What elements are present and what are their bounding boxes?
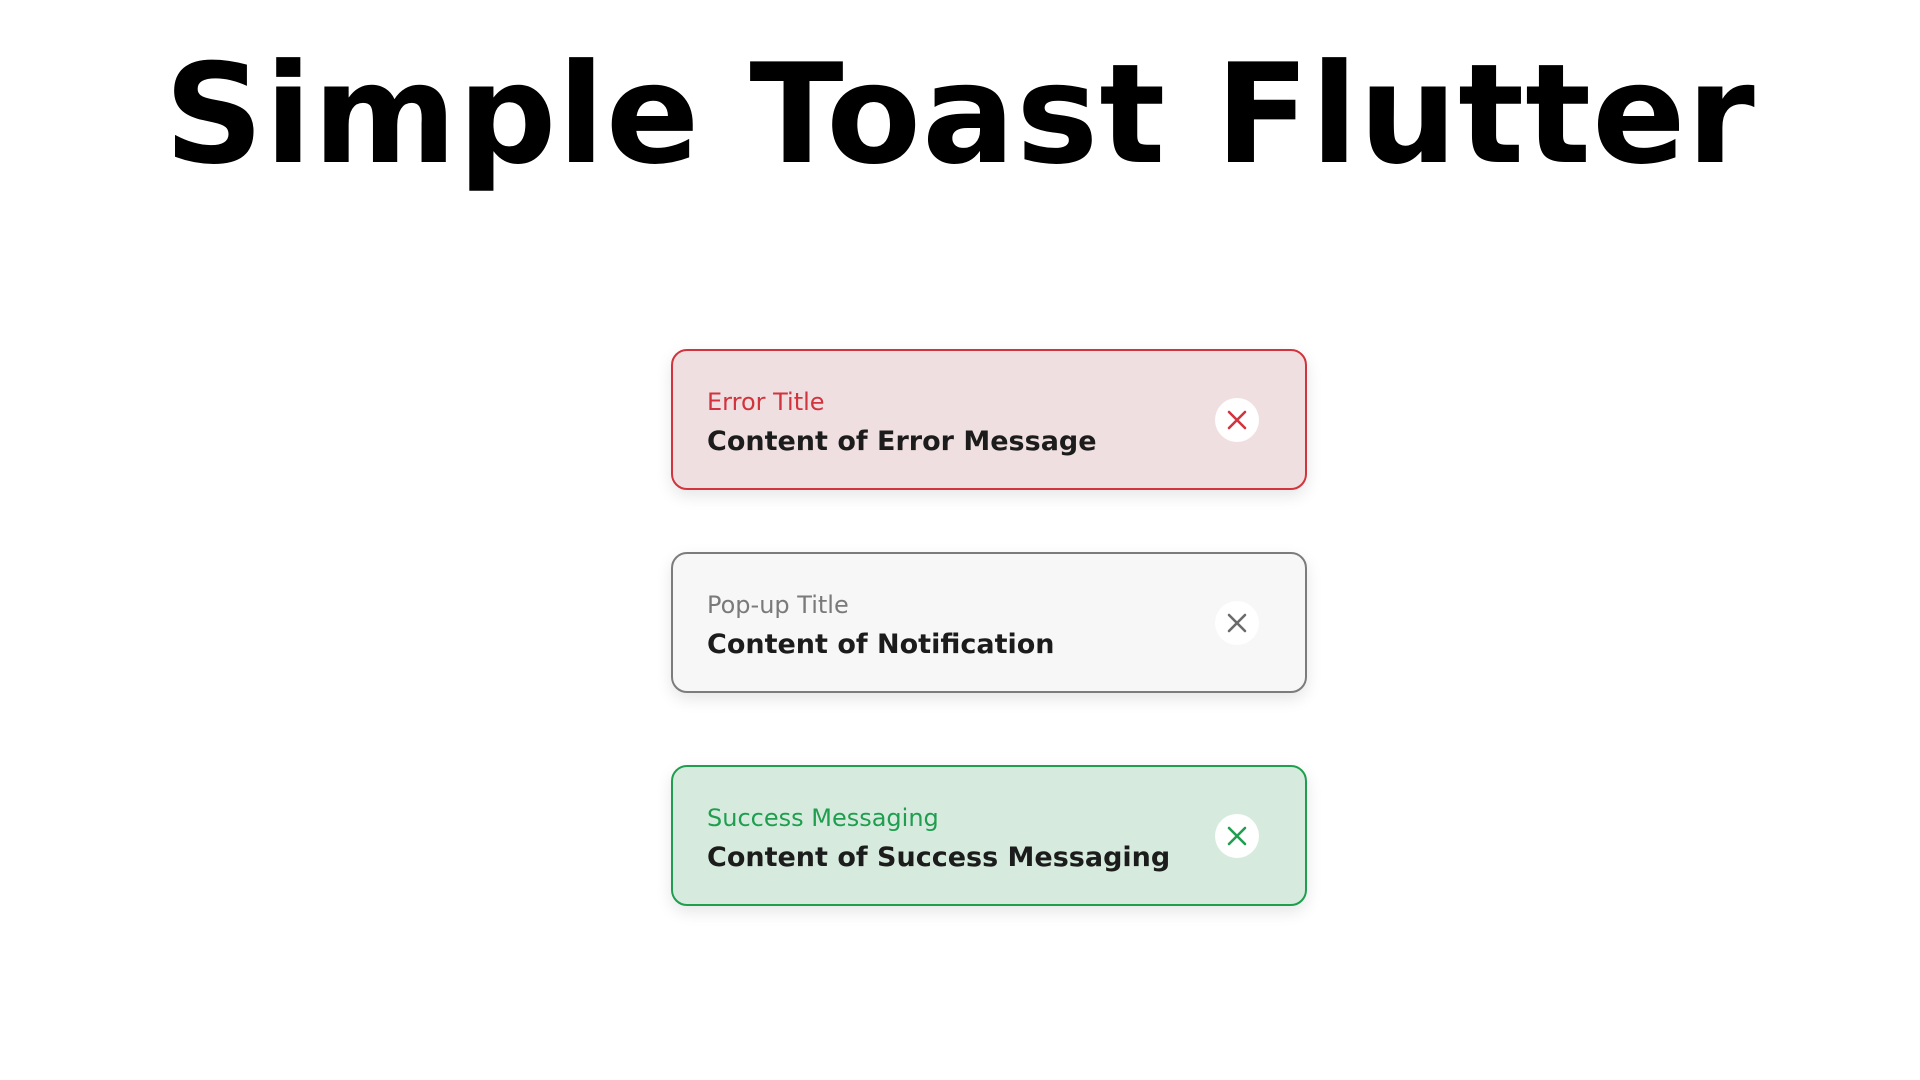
error-toast-message: Content of Error Message xyxy=(707,426,1097,457)
error-toast-close-button[interactable] xyxy=(1215,398,1259,442)
success-toast-text: Success Messaging Content of Success Mes… xyxy=(707,803,1185,875)
close-icon xyxy=(1227,410,1247,430)
success-toast-message: Content of Success Messaging xyxy=(707,842,1171,873)
notification-toast-text: Pop-up Title Content of Notification xyxy=(707,590,1185,662)
error-toast-title: Error Title xyxy=(707,388,825,416)
page-title: Simple Toast Flutter xyxy=(164,34,1756,195)
error-toast: Error Title Content of Error Message xyxy=(671,349,1307,490)
toast-stack: Error Title Content of Error Message Pop… xyxy=(671,349,1307,906)
notification-toast-title: Pop-up Title xyxy=(707,591,849,619)
success-toast-close-button[interactable] xyxy=(1215,814,1259,858)
notification-toast: Pop-up Title Content of Notification xyxy=(671,552,1307,693)
error-toast-text: Error Title Content of Error Message xyxy=(707,387,1185,459)
notification-toast-message: Content of Notification xyxy=(707,629,1055,660)
success-toast-title: Success Messaging xyxy=(707,804,939,832)
success-toast: Success Messaging Content of Success Mes… xyxy=(671,765,1307,906)
close-icon xyxy=(1227,613,1247,633)
close-icon xyxy=(1227,826,1247,846)
notification-toast-close-button[interactable] xyxy=(1215,601,1259,645)
